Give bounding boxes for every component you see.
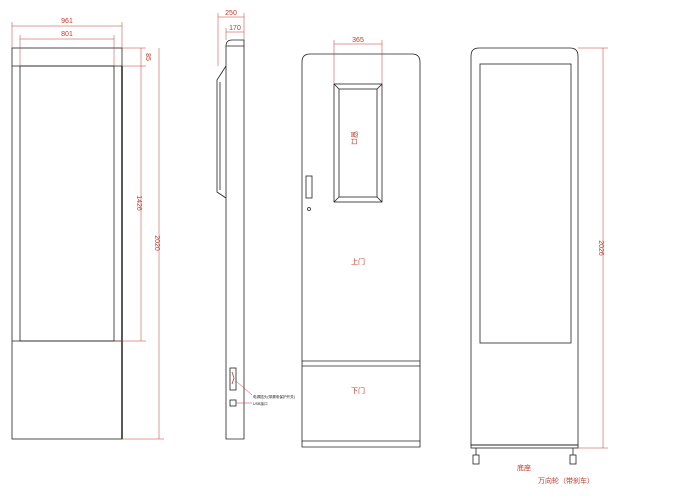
dim-label-961: 961 [61, 18, 73, 25]
side-note-power: 电源插头(带漏电保护开关) [253, 394, 295, 399]
upper-door-label: 上门 [351, 257, 365, 266]
caster-wheel-right [569, 448, 577, 465]
side-view [216, 39, 245, 440]
side-usb-port [229, 399, 237, 407]
back-lock-icon [307, 207, 311, 211]
back-window-corner-tr [376, 83, 383, 90]
wheeled-body-outline [470, 47, 579, 446]
back-window-corner-br [376, 196, 383, 203]
wheeled-screen [479, 63, 572, 344]
back-body-outline [301, 53, 421, 448]
side-screen-bulge [216, 65, 227, 199]
front-body-outline [11, 47, 123, 440]
back-view [301, 53, 421, 448]
wheeled-base-plate [470, 444, 579, 449]
dim-label-2026: 2026 [597, 240, 604, 256]
wheeled-dimensions [578, 47, 608, 449]
wheels-label: 万向轮（带刹车） [538, 476, 594, 485]
dim-label-85: 85 [144, 53, 151, 61]
dim-label-170: 170 [229, 25, 241, 32]
back-door-handle [305, 175, 313, 199]
side-socket-mark [231, 371, 235, 385]
dim-label-365: 365 [352, 37, 364, 44]
caster-wheel-left [472, 448, 480, 465]
window-label: 窗口 [350, 131, 359, 145]
dim-label-2020: 2020 [153, 235, 160, 251]
back-window-inner [338, 88, 378, 198]
dim-label-250: 250 [225, 10, 237, 17]
back-dimensions [333, 40, 383, 84]
side-dimensions [217, 13, 253, 404]
front-screen [19, 65, 115, 342]
back-window-corner-bl [333, 196, 340, 203]
back-window-corner-tl [333, 83, 340, 90]
base-label: 底座 [517, 463, 531, 472]
wheeled-front-view [470, 47, 579, 465]
lower-door-label: 下门 [351, 386, 365, 395]
side-note-usb: USB接口 [253, 401, 268, 406]
front-view [11, 47, 123, 440]
front-dimensions [11, 22, 164, 440]
side-body-outline [225, 39, 245, 440]
back-window-outer [333, 83, 383, 203]
side-power-socket [229, 367, 237, 391]
dim-label-801: 801 [61, 31, 73, 38]
side-note-leader-1 [235, 380, 253, 396]
dim-label-1426: 1426 [135, 195, 142, 211]
